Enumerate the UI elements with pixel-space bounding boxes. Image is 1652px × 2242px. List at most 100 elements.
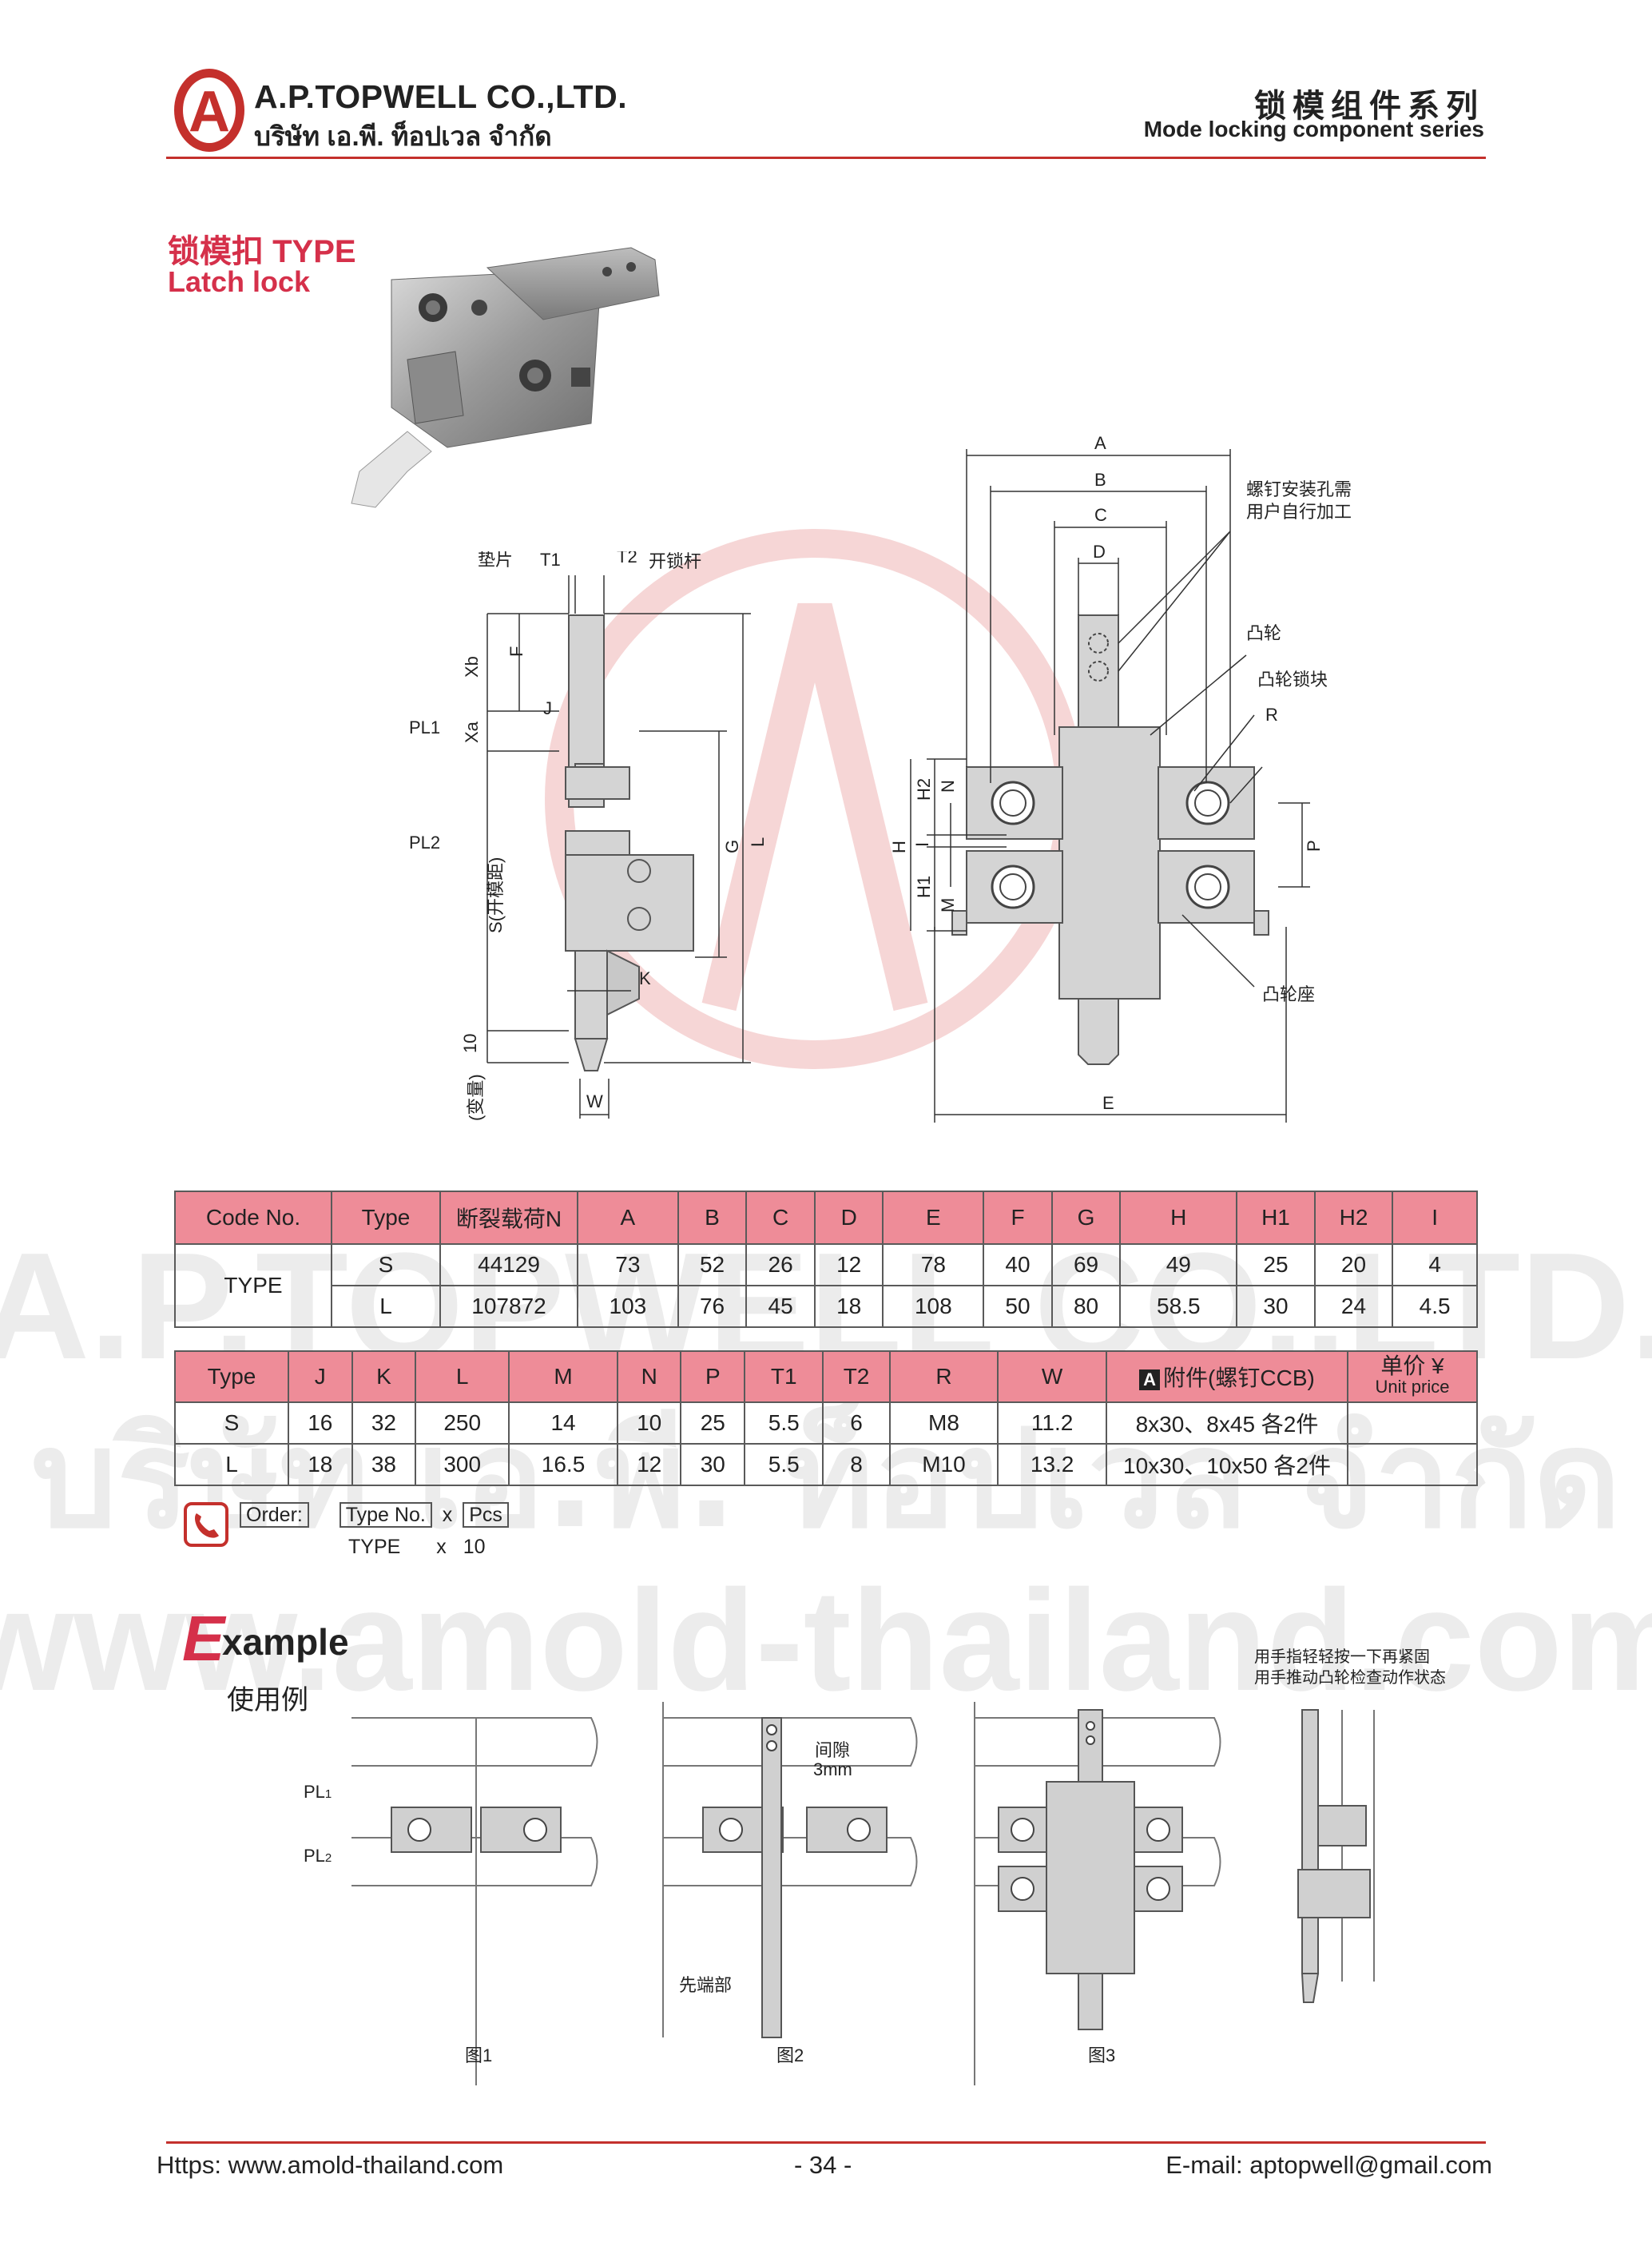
lbl-c: C — [1094, 505, 1107, 525]
price-header-en: Unit price — [1375, 1377, 1450, 1397]
series-title-en: Mode locking component series — [1143, 117, 1484, 141]
table-cell: 12 — [616, 1443, 682, 1486]
order-example-x: x — [436, 1536, 447, 1558]
table-cell: 10x30、10x50 各2件 — [1106, 1443, 1348, 1486]
lbl-m: M — [938, 898, 958, 912]
ex-note1: 用手指轻轻按一下再紧固 — [1254, 1648, 1430, 1666]
t2-h-p: P — [680, 1350, 746, 1403]
table-cell: 26 — [745, 1243, 816, 1286]
order-label: Order: — [240, 1502, 309, 1528]
table-cell: S — [331, 1243, 441, 1286]
lbl-var: (变量) — [466, 1074, 486, 1121]
table-cell: 52 — [677, 1243, 748, 1286]
table-cell: 11.2 — [997, 1401, 1107, 1445]
company-name-en: A.P.TOPWELL CO.,LTD. — [254, 78, 628, 115]
table-cell: 50 — [983, 1285, 1053, 1328]
table-cell: 250 — [415, 1401, 510, 1445]
product-photo — [351, 247, 660, 508]
logo-letter: A — [189, 80, 230, 144]
order-line: Order: Type No. x Pcs — [240, 1502, 509, 1528]
company-logo: A — [174, 69, 244, 152]
lbl-h1: H1 — [914, 876, 934, 898]
lbl-screw-note2: 用户自行加工 — [1246, 502, 1352, 522]
table-cell: 6 — [822, 1401, 891, 1445]
table-cell: 8x30、8x45 各2件 — [1106, 1401, 1348, 1445]
lbl-cam-seat: 凸轮座 — [1262, 984, 1315, 1004]
t1-h-c: C — [745, 1191, 816, 1245]
lbl-l: L — [748, 837, 768, 847]
t1-h-d: D — [813, 1191, 884, 1245]
example-title-cn: 使用例 — [227, 1685, 308, 1715]
lbl-t1: T1 — [540, 551, 561, 570]
footer-page-number: - 34 - — [794, 2151, 852, 2179]
table-cell: 108 — [882, 1285, 985, 1328]
series-title-cn: 锁模组件系列 — [1254, 89, 1484, 124]
footer-website[interactable]: Https: www.amold-thailand.com — [157, 2151, 504, 2179]
table-cell: M10 — [888, 1443, 999, 1486]
t1-h-h: H — [1119, 1191, 1238, 1245]
lbl-a: A — [1094, 433, 1106, 453]
t1-h-i: I — [1392, 1191, 1478, 1245]
lbl-s: S(开模距) — [486, 857, 506, 933]
t2-h-r: R — [888, 1350, 999, 1403]
footer-email[interactable]: E-mail: aptopwell@gmail.com — [1166, 2151, 1492, 2179]
table-cell: 10 — [616, 1401, 682, 1445]
t1-h-g: G — [1050, 1191, 1122, 1245]
order-x: x — [442, 1504, 453, 1526]
table-cell: 8 — [822, 1443, 891, 1486]
lbl-xb: Xb — [462, 656, 482, 678]
lbl-gasket: 垫片 — [478, 551, 513, 570]
table-cell: 14 — [508, 1401, 618, 1445]
table-cell: 25 — [1236, 1243, 1316, 1286]
lbl-xa: Xa — [462, 721, 482, 743]
t1-h-a: A — [577, 1191, 679, 1245]
table-cell: 103 — [577, 1285, 679, 1328]
table-cell: L — [174, 1443, 289, 1486]
table-cell: 13.2 — [997, 1443, 1107, 1486]
lbl-g: G — [722, 840, 742, 853]
order-type-no: Type No. — [339, 1502, 432, 1528]
lbl-k: K — [639, 968, 651, 988]
table-cell: 5.5 — [744, 1443, 824, 1486]
table-cell: 5.5 — [744, 1401, 824, 1445]
ex-pl2: PL2 — [304, 1846, 332, 1866]
lbl-e: E — [1102, 1093, 1114, 1113]
table-cell: S — [174, 1401, 289, 1445]
table-cell: 32 — [351, 1401, 417, 1445]
table-cell: 20 — [1313, 1243, 1394, 1286]
t1-h-load: 断裂载荷N — [439, 1191, 578, 1245]
lbl-i: I — [912, 842, 932, 847]
table-cell: 18 — [288, 1443, 353, 1486]
lbl-j: J — [543, 698, 552, 718]
header-divider — [166, 157, 1486, 159]
ex-fig2: 图2 — [776, 2045, 804, 2065]
section-title-cn: 锁模扣 TYPE — [168, 234, 356, 269]
table-cell: 16.5 — [508, 1443, 618, 1486]
table-cell: 49 — [1119, 1243, 1238, 1286]
table-cell: 69 — [1050, 1243, 1122, 1286]
lbl-cam: 凸轮 — [1246, 623, 1281, 643]
table-cell: 38 — [351, 1443, 417, 1486]
t2-h-m: M — [508, 1350, 618, 1403]
t2-h-price: 单价 ¥ Unit price — [1347, 1350, 1478, 1403]
table-cell: 18 — [813, 1285, 884, 1328]
lbl-d: D — [1093, 542, 1106, 562]
lbl-pl1: PL1 — [409, 718, 440, 737]
t2-h-l: L — [415, 1350, 510, 1403]
accessory-header: 附件(螺钉CCB) — [1163, 1365, 1315, 1390]
order-example-type: TYPE — [348, 1536, 401, 1558]
table-row: S 16 32 250 14 10 25 5.5 6 M8 11.2 8x30、… — [174, 1401, 1478, 1445]
lbl-b: B — [1094, 470, 1106, 490]
table-cell: M8 — [888, 1401, 999, 1445]
t2-h-j: J — [288, 1350, 353, 1403]
t1-h-e: E — [882, 1191, 985, 1245]
table-cell: 4.5 — [1392, 1285, 1478, 1328]
lbl-f: F — [506, 646, 526, 657]
section-title-en: Latch lock — [168, 265, 311, 298]
footer-divider — [166, 2141, 1486, 2144]
lbl-cam-lock: 凸轮锁块 — [1257, 670, 1328, 690]
example-initial: E — [182, 1603, 225, 1674]
table-cell: 24 — [1313, 1285, 1394, 1328]
lbl-r: R — [1265, 705, 1278, 725]
table-cell: 16 — [288, 1401, 353, 1445]
